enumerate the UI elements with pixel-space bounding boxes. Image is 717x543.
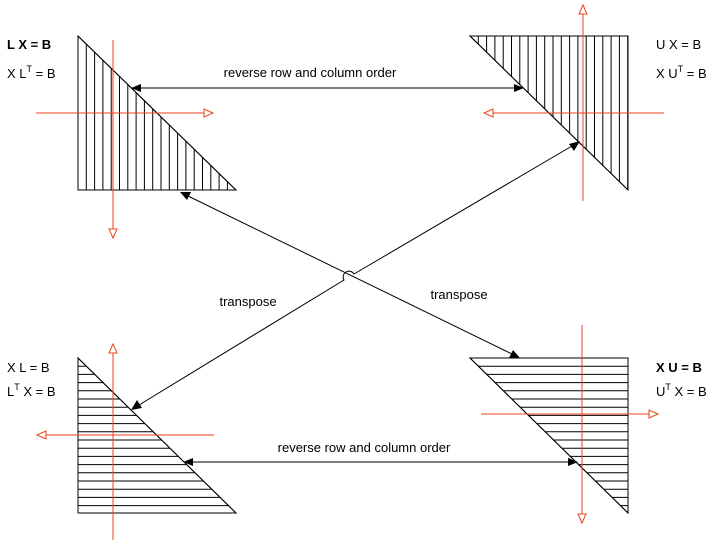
equation-line-2: LT X = B bbox=[7, 382, 56, 399]
upper-triangle-bottom-right bbox=[468, 357, 629, 515]
equations-bottom-right: X U = B UT X = B bbox=[656, 360, 707, 399]
arrow-right-icon bbox=[648, 409, 660, 419]
axes-bottom-left bbox=[35, 342, 214, 540]
equation-line-1: U X = B bbox=[656, 37, 701, 52]
equation-line-2: X LT = B bbox=[7, 64, 56, 81]
equations-top-right: U X = B X UT = B bbox=[656, 37, 707, 81]
connector-transpose-bl-tr bbox=[131, 141, 580, 410]
equation-line-2: UT X = B bbox=[656, 382, 707, 399]
equation-line-1: L X = B bbox=[7, 37, 51, 52]
connector-bottom-reverse bbox=[183, 458, 578, 466]
connector-top-reverse bbox=[131, 84, 524, 92]
arrow-up-icon bbox=[578, 3, 588, 15]
equations-top-left: L X = B X LT = B bbox=[7, 37, 56, 81]
equation-line-1: X L = B bbox=[7, 360, 50, 375]
axes-top-left bbox=[36, 40, 215, 240]
connector-transpose-tl-br bbox=[180, 192, 520, 358]
arrow-left-icon bbox=[35, 430, 47, 440]
equation-line-2: X UT = B bbox=[656, 64, 707, 81]
axes-bottom-right bbox=[481, 325, 660, 525]
connector-label-bottom: reverse row and column order bbox=[278, 440, 451, 455]
arrow-down-icon bbox=[108, 228, 118, 240]
axes-top-right bbox=[482, 3, 664, 201]
connector-label-diag-right: transpose bbox=[430, 287, 487, 302]
equations-bottom-left: X L = B LT X = B bbox=[7, 360, 56, 399]
connector-label-diag-left: transpose bbox=[219, 294, 276, 309]
arrow-right-icon bbox=[203, 108, 215, 118]
connector-label-top: reverse row and column order bbox=[224, 65, 397, 80]
arrow-left-icon bbox=[482, 108, 494, 118]
arrow-down-icon bbox=[577, 513, 587, 525]
equation-line-1: X U = B bbox=[656, 360, 702, 375]
arrow-up-icon bbox=[108, 342, 118, 354]
